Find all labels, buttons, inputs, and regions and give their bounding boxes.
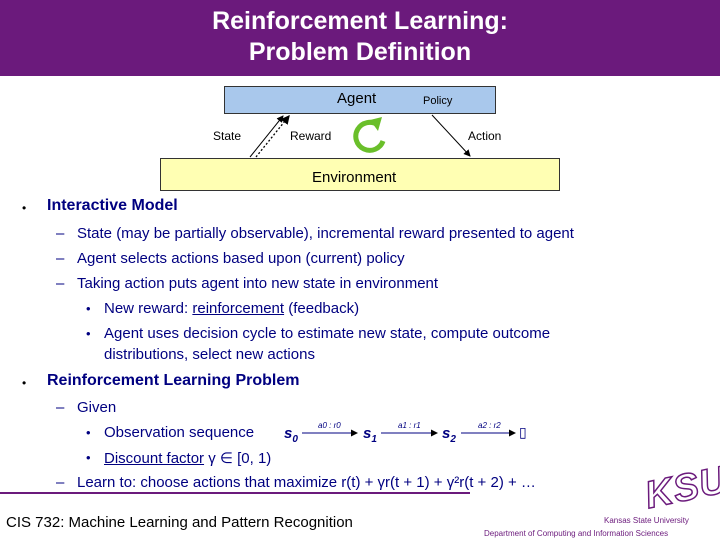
- dash-marker: –: [56, 474, 65, 491]
- environment-box: [160, 158, 560, 191]
- ellipsis-box: ▯: [519, 424, 527, 440]
- a0r0-label: a0 : r0: [318, 421, 341, 430]
- item-decision-cycle-line1: Agent uses decision cycle to estimate ne…: [104, 325, 551, 342]
- item-state: State (may be partially observable), inc…: [77, 225, 574, 242]
- dash-marker: –: [56, 225, 65, 242]
- agent-box: [224, 86, 496, 114]
- cycle-icon: [353, 117, 386, 153]
- environment-label: Environment: [312, 169, 397, 186]
- dash-marker: –: [56, 275, 65, 292]
- dot-marker: •: [86, 301, 91, 316]
- slide-title-line1: Reinforcement Learning:: [212, 7, 508, 35]
- policy-label: Policy: [423, 95, 453, 107]
- dot-marker: •: [86, 450, 91, 465]
- dot-marker: •: [86, 425, 91, 440]
- bullet-marker: •: [22, 376, 27, 390]
- reinforcement-link: reinforcement: [192, 300, 285, 317]
- title-bar: [0, 0, 720, 76]
- course-title: CIS 732: Machine Learning and Pattern Re…: [6, 514, 353, 531]
- discount-factor-link: Discount factor: [104, 450, 205, 467]
- s2: s2: [442, 425, 456, 445]
- dot-marker: •: [86, 326, 91, 341]
- state-label: State: [213, 129, 242, 143]
- action-label: Action: [468, 129, 502, 143]
- dash-marker: –: [56, 399, 65, 416]
- item-observation-sequence: Observation sequence: [104, 424, 255, 441]
- slide-title-line2: Problem Definition: [248, 38, 472, 66]
- s0: s0: [284, 425, 298, 445]
- item-discount-factor: Discount factor γ ∈ [0, 1): [104, 450, 272, 467]
- action-arrow: [431, 114, 471, 157]
- item-new-reward: New reward: reinforcement (feedback): [104, 300, 360, 317]
- bullet-rl-problem: Reinforcement Learning Problem: [47, 372, 300, 389]
- a1r1-label: a1 : r1: [398, 421, 421, 430]
- state-arrow: [249, 115, 284, 158]
- footer-divider: [0, 492, 470, 494]
- item-given: Given: [77, 399, 117, 416]
- item-policy: Agent selects actions based upon (curren…: [77, 250, 405, 267]
- item-action: Taking action puts agent into new state …: [77, 275, 439, 292]
- reward-arrow: [255, 114, 290, 158]
- item-decision-cycle-line2: distributions, select new actions: [104, 346, 315, 363]
- bullet-interactive-model: Interactive Model: [47, 197, 178, 214]
- dash-marker: –: [56, 250, 65, 267]
- bullet-marker: •: [22, 201, 27, 215]
- department-name: Department of Computing and Information …: [484, 529, 669, 538]
- reward-label: Reward: [290, 129, 332, 143]
- item-learn-to: Learn to: choose actions that maximize r…: [77, 474, 536, 491]
- university-name: Kansas State University: [604, 516, 689, 525]
- a2r2-label: a2 : r2: [478, 421, 501, 430]
- agent-label: Agent: [337, 90, 377, 107]
- s1: s1: [363, 425, 377, 445]
